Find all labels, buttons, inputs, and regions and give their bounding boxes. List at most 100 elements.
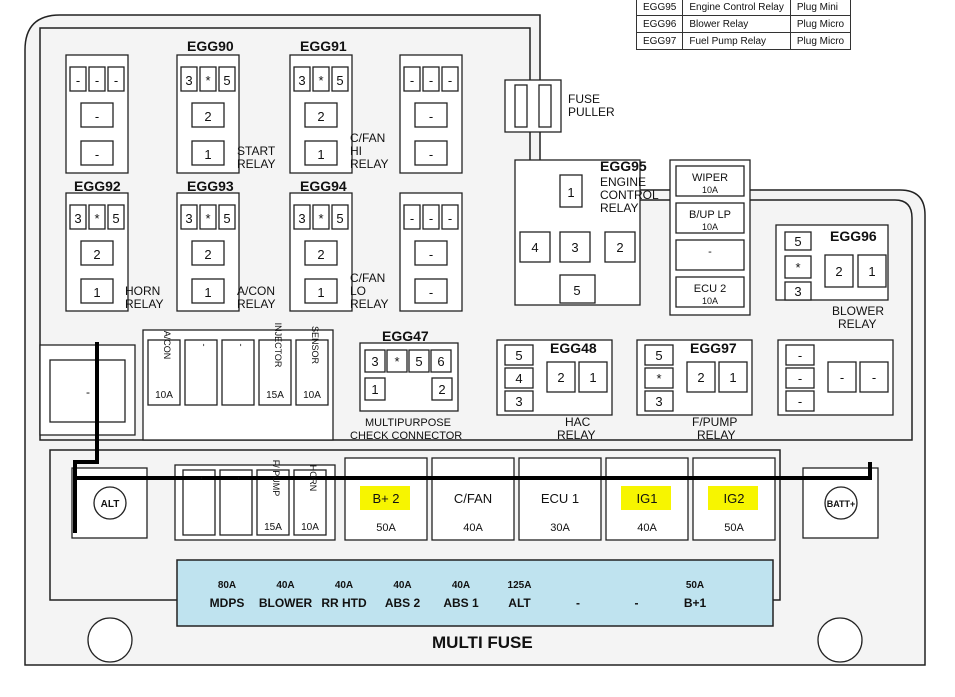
egg47-pin-label: * xyxy=(394,354,399,369)
egg93-relay-pin-label: 1 xyxy=(204,285,211,300)
multi-fuse-name: ABS 2 xyxy=(385,596,421,610)
multi-fuse-amp: 80A xyxy=(218,580,236,591)
egg91-relay-pin xyxy=(331,66,349,92)
egg47-pin-label: 6 xyxy=(437,354,444,369)
mini-fuse-low xyxy=(293,469,327,536)
egg48-relay-pin-label: 5 xyxy=(515,348,522,363)
mini-fuse-low-name: - xyxy=(234,477,244,480)
egg47-pin xyxy=(364,349,386,373)
egg93-relay-pin xyxy=(191,278,225,304)
egg91-code: EGG91 xyxy=(300,38,347,54)
egg95-label: ENGINE xyxy=(600,175,647,189)
egg91-relay-pin xyxy=(304,140,338,166)
mini-fuse-right-name: ECU 2 xyxy=(694,283,726,295)
egg94-relay-pin-label: * xyxy=(318,211,323,226)
multi-fuse-amp: 125A xyxy=(508,580,532,591)
mini-fuse-low-name: - xyxy=(197,477,207,480)
spare-relay-1-pin xyxy=(88,66,106,92)
egg95-pin-label: 1 xyxy=(567,185,574,200)
big-fuse-name: ECU 1 xyxy=(541,491,579,506)
spare-relay-1-pin xyxy=(107,66,125,92)
egg97-relay-pin-label: 2 xyxy=(697,370,704,385)
egg97-relay-pin xyxy=(686,361,716,393)
egg47-pin-label: 5 xyxy=(415,354,422,369)
mini-fuse-right-name: WIPER xyxy=(692,172,728,184)
egg96-pin-label: 1 xyxy=(868,264,875,279)
egg96-pin-label: 2 xyxy=(835,264,842,279)
batt-terminal xyxy=(824,486,858,520)
spare-relay-3-pin xyxy=(441,204,459,230)
spare-relay-2-pin-label: - xyxy=(410,73,414,88)
spare-relay-3-pin xyxy=(403,204,421,230)
multi-fuse-name: ALT xyxy=(508,596,531,610)
egg92-relay-pin xyxy=(69,204,87,230)
spare-relay-1-pin-label: - xyxy=(95,147,99,162)
spare-relay-3-pin xyxy=(422,204,440,230)
egg47-pin xyxy=(408,349,430,373)
big-fuse-name: IG2 xyxy=(724,491,745,506)
egg48-relay-pin-label: 4 xyxy=(515,371,522,386)
egg95-pin xyxy=(519,231,551,263)
egg90-relay-pin-label: 3 xyxy=(185,73,192,88)
egg97-relay-pin xyxy=(718,361,748,393)
egg91-relay-pin-label: 3 xyxy=(298,73,305,88)
mini-fuse-mid-name: - xyxy=(236,344,246,347)
egg48-label2: RELAY xyxy=(557,428,596,442)
egg97-relay-pin-label: 1 xyxy=(729,370,736,385)
spare-relay-4-pin-label: - xyxy=(798,371,802,386)
spare-relay-3-pin-label: - xyxy=(429,211,433,226)
big-fuse-highlight xyxy=(360,486,410,510)
egg95-pin xyxy=(559,231,591,263)
multi-fuse-name: ABS 1 xyxy=(443,596,479,610)
big-fuse-amp: 30A xyxy=(550,522,570,534)
spare-relay-4-pin xyxy=(785,344,815,366)
big-fuse xyxy=(518,457,602,541)
egg95-code: EGG95 xyxy=(600,158,647,174)
mini-fuse-low xyxy=(256,469,290,536)
mini-fuse-mid xyxy=(258,339,292,406)
big-fuse-name: IG1 xyxy=(637,491,658,506)
egg94-relay-pin xyxy=(304,240,338,266)
spare-relay-2-pin xyxy=(414,102,448,128)
egg93-relay-pin-label: 2 xyxy=(204,247,211,262)
mini-fuse-low-name: HORN xyxy=(308,465,318,492)
spare-relay-1-pin xyxy=(69,66,87,92)
connector-left-pin: - xyxy=(86,385,90,399)
spare-relay-3-pin-label: - xyxy=(429,285,433,300)
egg47-label2: CHECK CONNECTOR xyxy=(350,430,463,442)
big-fuse-name: C/FAN xyxy=(454,491,492,506)
mini-fuse-mid-name: A/CON xyxy=(162,331,172,360)
mini-fuse-mid-amp: 10A xyxy=(303,390,321,401)
mount-boss-left xyxy=(87,617,133,663)
egg97-relay-pin-label: 5 xyxy=(655,348,662,363)
egg92-relay-pin-label: 1 xyxy=(93,285,100,300)
egg48-relay-pin-label: 2 xyxy=(557,370,564,385)
egg48-relay-pin-label: 3 xyxy=(515,394,522,409)
egg90-relay-pin-label: * xyxy=(205,73,210,88)
egg94-relay-pin-label: 2 xyxy=(317,247,324,262)
fuse-puller xyxy=(504,79,562,133)
egg96-label2: RELAY xyxy=(838,317,877,331)
mini-fuse-mid-name: INJECTOR xyxy=(273,323,283,368)
mini-fuse-right-name: - xyxy=(708,246,712,258)
mini-fuse-right-amp: 10A xyxy=(702,185,718,195)
egg93-relay-pin-label: 3 xyxy=(185,211,192,226)
egg92-relay-pin-label: * xyxy=(94,211,99,226)
egg47-pin xyxy=(430,349,452,373)
egg97-code: EGG97 xyxy=(690,340,737,356)
egg95-pin-label: 5 xyxy=(573,283,580,298)
mini-fuse-right xyxy=(675,276,745,308)
spare-relay-2-pin xyxy=(422,66,440,92)
egg92-relay-pin xyxy=(80,278,114,304)
mini-fuse-mid xyxy=(221,339,255,406)
egg97-relay-pin-label: * xyxy=(656,371,661,386)
multi-fuse-name: - xyxy=(635,596,639,610)
egg94-relay-pin-label: 5 xyxy=(336,211,343,226)
egg93-relay-pin-label: * xyxy=(205,211,210,226)
egg48-relay-pin xyxy=(504,390,534,412)
big-fuse xyxy=(431,457,515,541)
mini-fuse-right xyxy=(675,202,745,234)
connector-left-socket xyxy=(49,359,126,423)
